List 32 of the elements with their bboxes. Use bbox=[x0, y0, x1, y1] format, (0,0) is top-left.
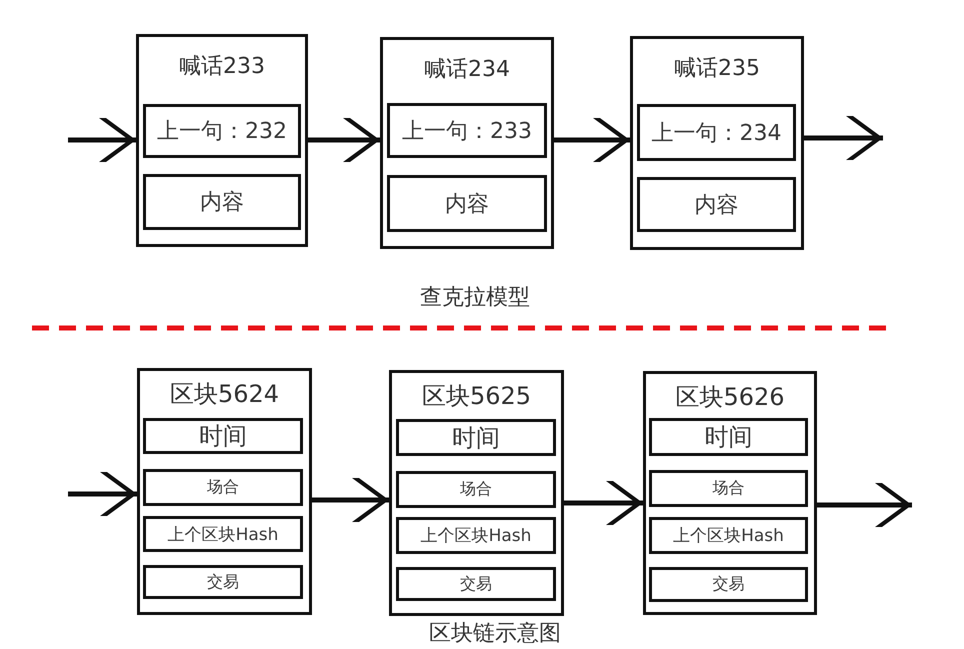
caption: 区块链示意图 bbox=[429, 620, 561, 648]
box-title: 喊话234 bbox=[424, 56, 510, 84]
field-box: 上个区块Hash bbox=[396, 517, 556, 554]
message-box bbox=[136, 34, 308, 247]
field-box: 上个区块Hash bbox=[649, 517, 808, 554]
field-box: 时间 bbox=[396, 419, 556, 456]
box-title: 区块5624 bbox=[170, 379, 280, 410]
field-box: 交易 bbox=[143, 565, 303, 599]
field-box: 场合 bbox=[143, 469, 303, 506]
field-box: 时间 bbox=[649, 418, 808, 456]
block-box bbox=[137, 368, 312, 615]
field-box: 内容 bbox=[637, 177, 796, 232]
field-box: 交易 bbox=[396, 567, 556, 601]
field-box: 内容 bbox=[387, 175, 547, 232]
message-box bbox=[380, 37, 554, 249]
message-box bbox=[630, 36, 804, 250]
field-box: 上一句：233 bbox=[387, 103, 547, 158]
box-title: 区块5626 bbox=[675, 382, 785, 413]
field-box: 上一句：234 bbox=[637, 104, 796, 161]
field-box: 内容 bbox=[143, 174, 301, 230]
field-box: 上一句：232 bbox=[143, 104, 301, 158]
field-box: 场合 bbox=[396, 471, 556, 508]
box-title: 区块5625 bbox=[422, 381, 532, 412]
field-box: 时间 bbox=[143, 418, 303, 454]
field-box: 交易 bbox=[649, 567, 808, 602]
block-box bbox=[389, 370, 564, 616]
block-box bbox=[643, 371, 817, 615]
caption: 查克拉模型 bbox=[420, 284, 530, 312]
field-box: 上个区块Hash bbox=[143, 516, 303, 552]
field-box: 场合 bbox=[649, 470, 808, 507]
box-title: 喊话235 bbox=[674, 55, 760, 83]
box-title: 喊话233 bbox=[179, 53, 265, 81]
